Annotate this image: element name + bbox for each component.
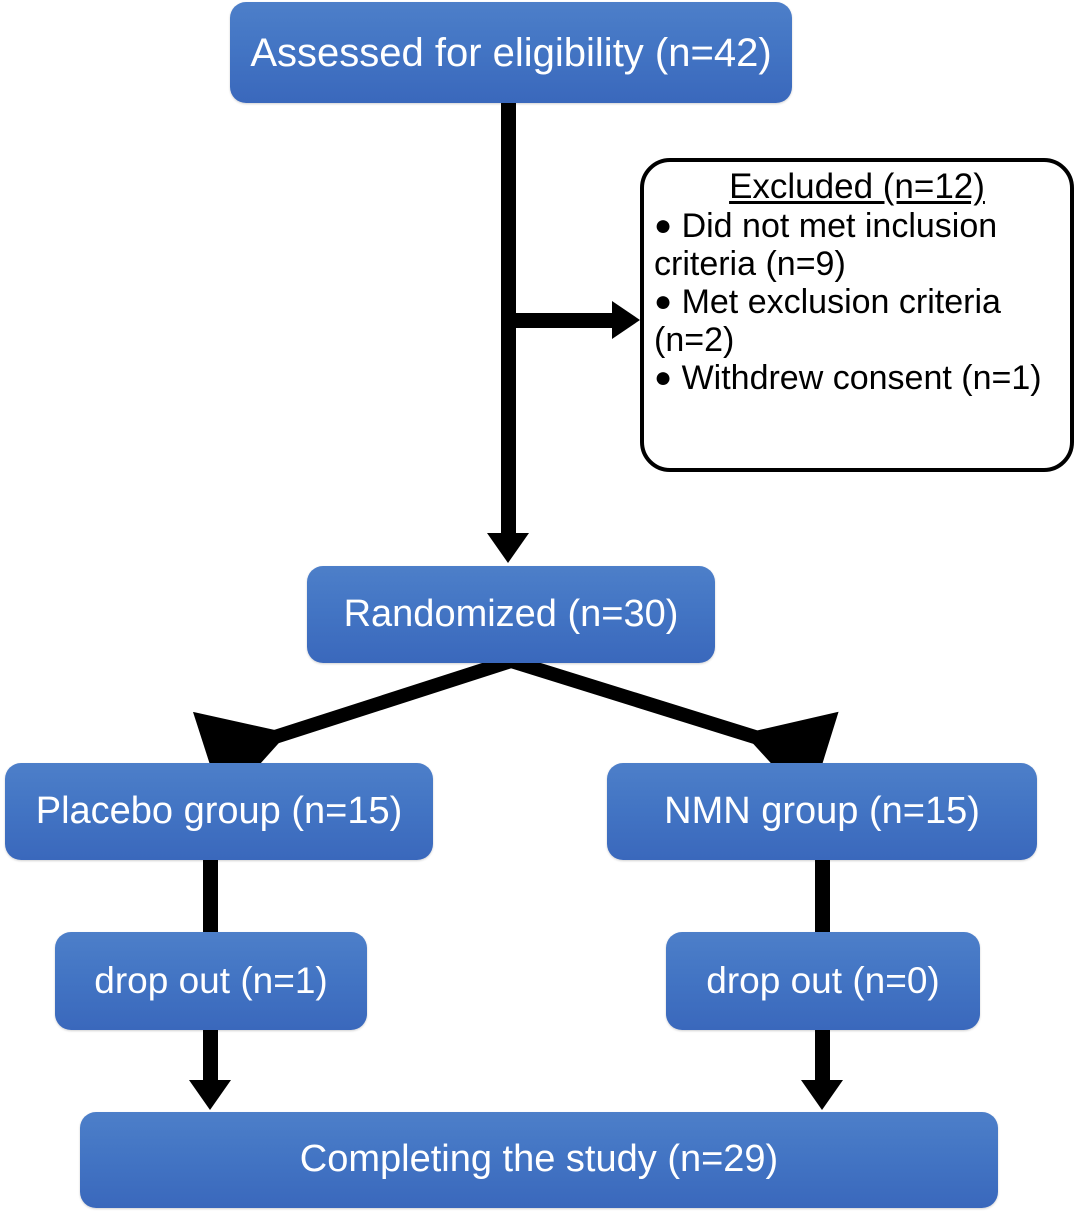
- excluded-item-0-label: Did not met inclusion criteria (n=9): [654, 206, 998, 283]
- arrowhead-completing-right-icon: [801, 1080, 843, 1110]
- bullet-icon: ●: [654, 284, 673, 318]
- node-dropout-nmn: drop out (n=0): [666, 932, 980, 1030]
- node-placebo-group: Placebo group (n=15): [5, 763, 433, 860]
- node-nmn-group: NMN group (n=15): [607, 763, 1037, 860]
- excluded-item-2: ● Withdrew consent (n=1): [654, 359, 1060, 397]
- node-dropout-nmn-label: drop out (n=0): [706, 959, 940, 1001]
- bullet-icon: ●: [654, 208, 673, 242]
- excluded-item-2-label: Withdrew consent (n=1): [681, 359, 1042, 398]
- connector-placebo-to-dropout: [203, 858, 218, 936]
- node-completing-label: Completing the study (n=29): [299, 1138, 779, 1181]
- node-excluded: Excluded (n=12) ● Did not met inclusion …: [640, 158, 1074, 472]
- connector-dropout-right-to-completing: [815, 1028, 830, 1084]
- arrowhead-completing-left-icon: [189, 1080, 231, 1110]
- connector-nmn-to-dropout: [815, 858, 830, 936]
- node-assessed-label: Assessed for eligibility (n=42): [250, 30, 772, 75]
- connector-assessed-to-excluded: [501, 313, 616, 328]
- node-completing-the-study: Completing the study (n=29): [80, 1112, 998, 1208]
- node-randomized: Randomized (n=30): [307, 566, 715, 663]
- bullet-icon: ●: [654, 361, 673, 395]
- node-dropout-placebo-label: drop out (n=1): [94, 959, 328, 1001]
- arrowhead-randomized-icon: [487, 533, 529, 563]
- node-nmn-label: NMN group (n=15): [664, 789, 980, 832]
- excluded-item-1-label: Met exclusion criteria (n=2): [654, 282, 1001, 360]
- node-placebo-label: Placebo group (n=15): [35, 789, 403, 832]
- excluded-title: Excluded (n=12): [729, 167, 985, 206]
- node-randomized-label: Randomized (n=30): [343, 592, 679, 635]
- excluded-item-1: ● Met exclusion criteria (n=2): [654, 283, 1060, 359]
- connector-dropout-left-to-completing: [203, 1028, 218, 1084]
- excluded-item-0: ● Did not met inclusion criteria (n=9): [654, 207, 1060, 283]
- node-assessed-for-eligibility: Assessed for eligibility (n=42): [230, 2, 792, 103]
- arrowhead-excluded-icon: [612, 301, 640, 339]
- node-dropout-placebo: drop out (n=1): [55, 932, 367, 1030]
